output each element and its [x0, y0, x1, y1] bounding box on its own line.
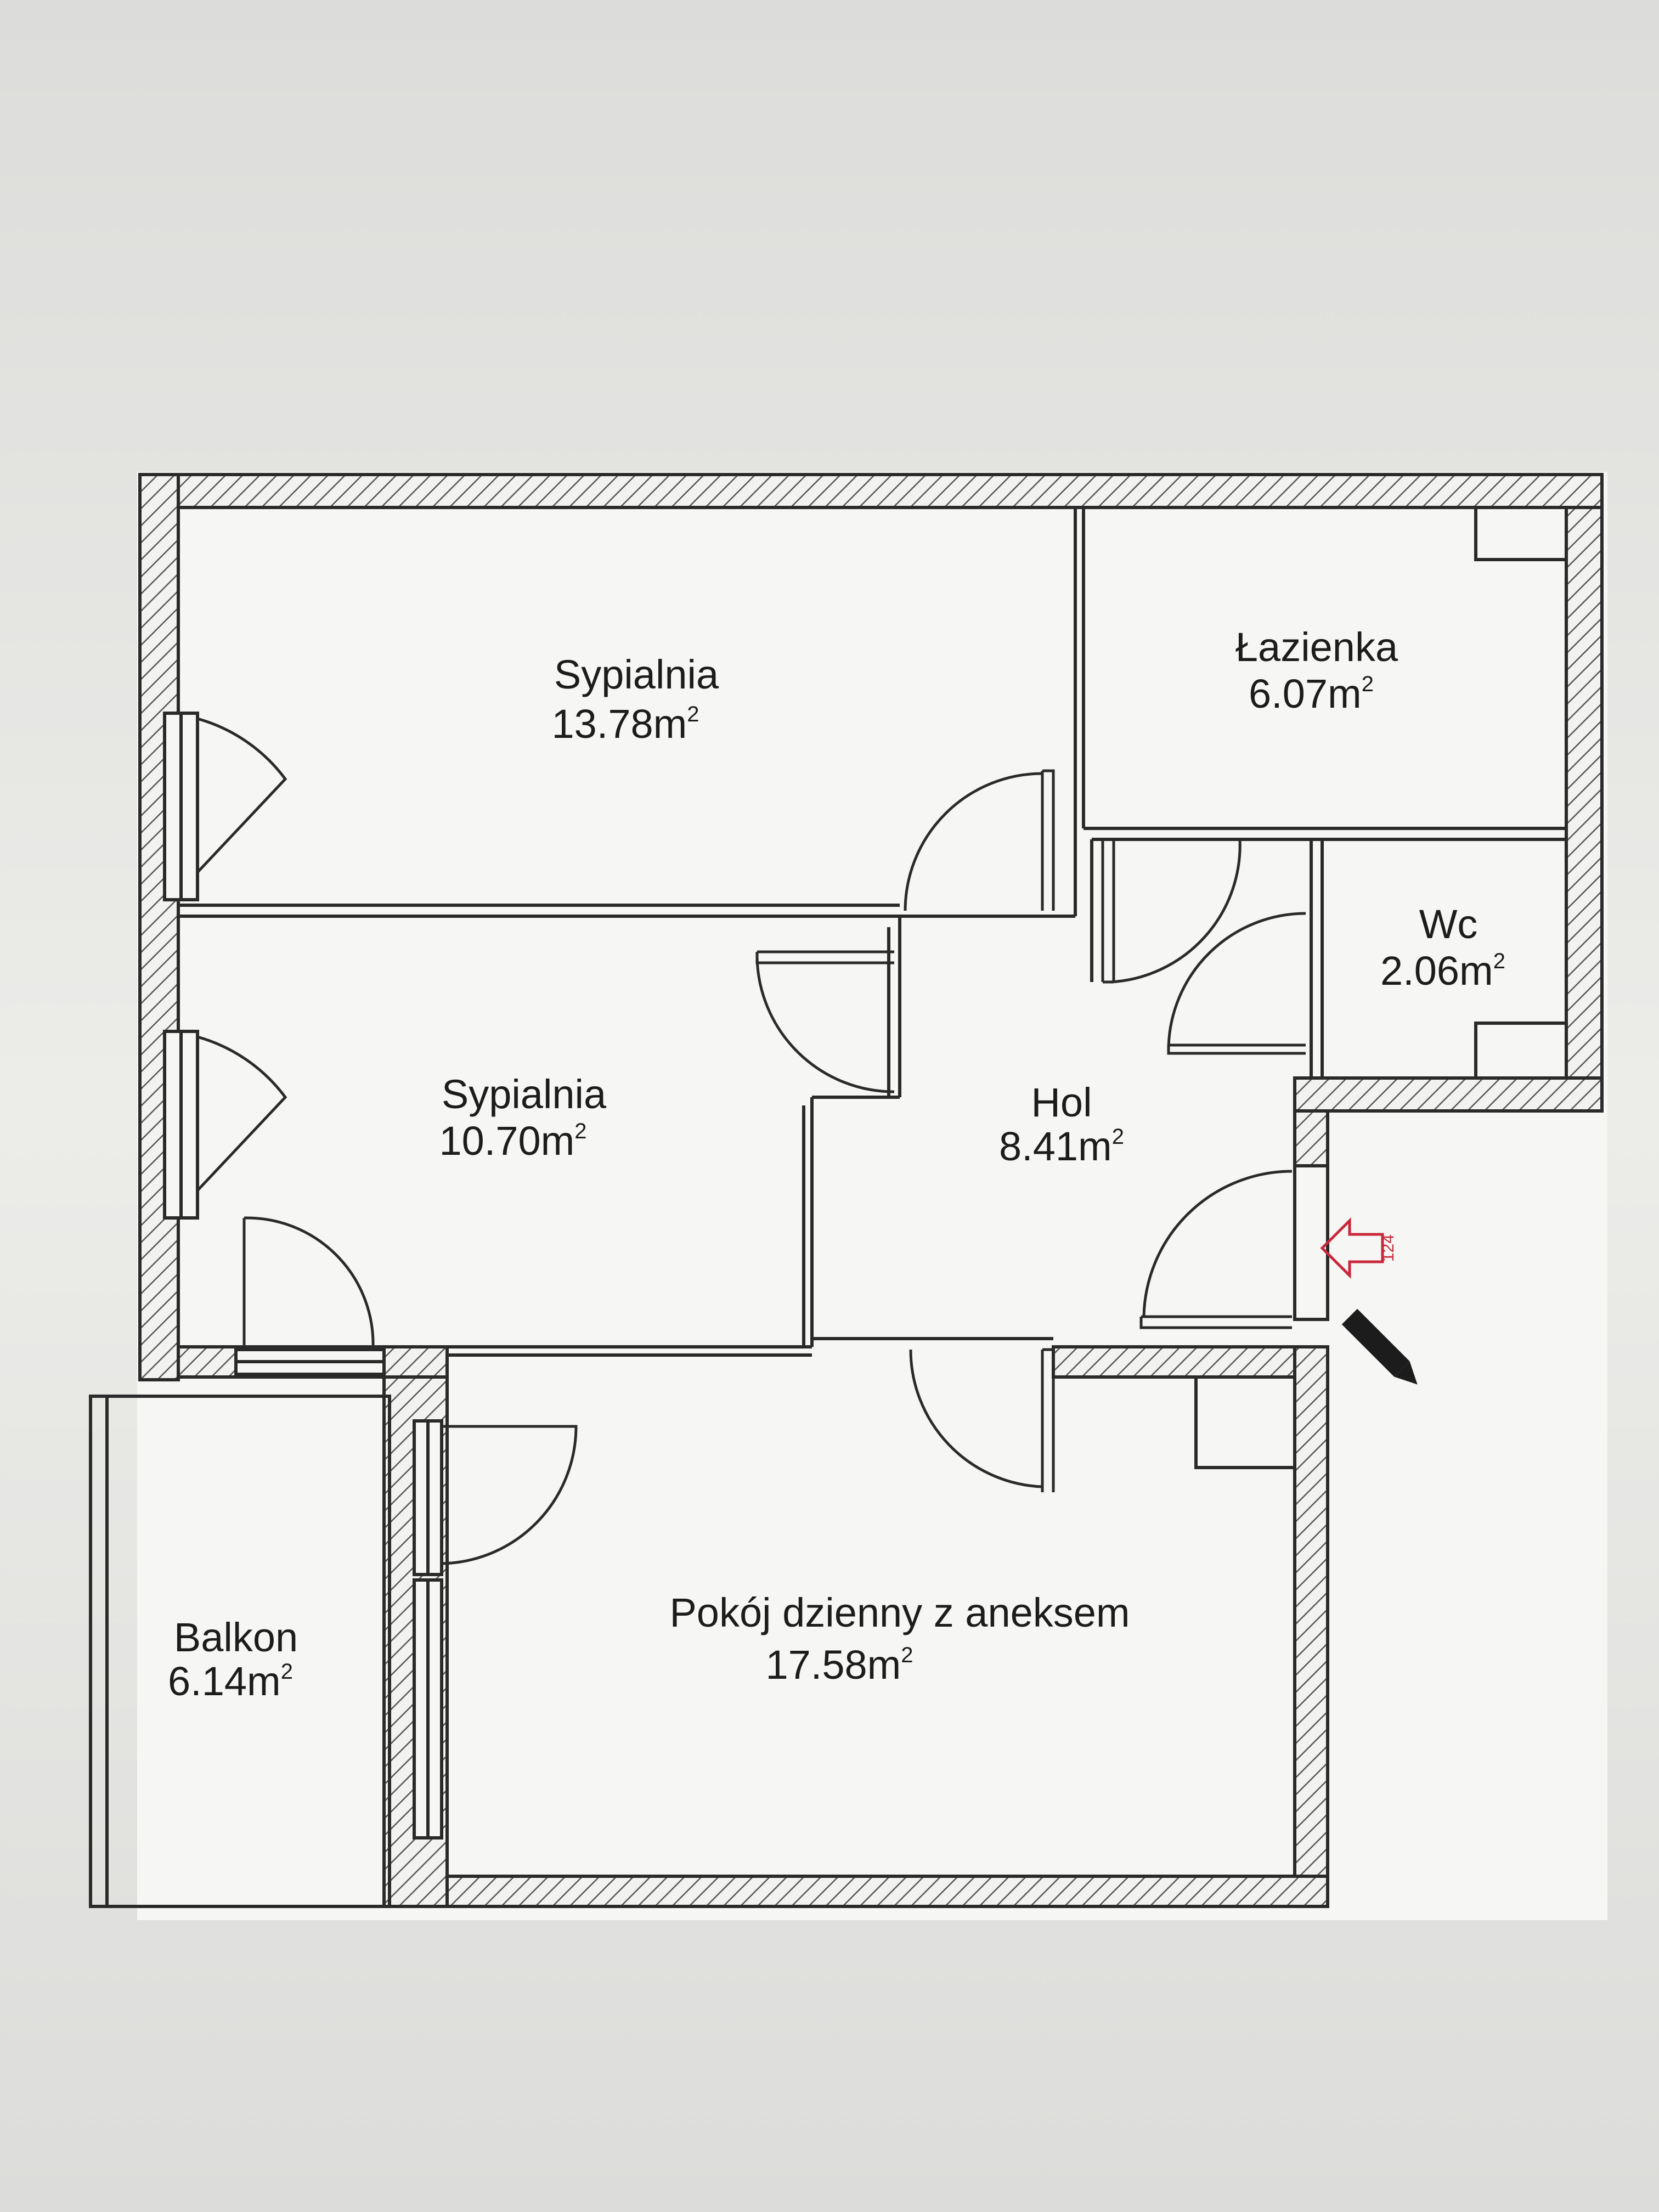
entrance-marker-label: 124: [1379, 1234, 1397, 1262]
plan-sheet: [137, 472, 1607, 1920]
door-bedroom2-balcony: [242, 1216, 375, 1347]
door-bedroom2: [755, 950, 895, 1093]
door-bedroom1-window: [196, 717, 287, 873]
room-name: Pokój dzienny z aneksem: [669, 1590, 1130, 1635]
room-area: 10.70m2: [439, 1118, 586, 1164]
room-sypialnia-2: Sypialnia 10.70m2: [439, 1071, 607, 1164]
doors: [196, 717, 1306, 1565]
door-bedroom1: [904, 769, 1055, 911]
pencil-icon: [1341, 1308, 1418, 1385]
door-lazienka: [1101, 839, 1242, 984]
room-name: Balkon: [174, 1615, 298, 1660]
room-name: Sypialnia: [442, 1071, 607, 1117]
room-name: Wc: [1419, 901, 1478, 947]
room-name: Łazienka: [1235, 624, 1398, 670]
partitions: [89, 506, 1568, 1908]
wall-hol-living: [1052, 1345, 1329, 1379]
balcony-outline: [89, 1395, 391, 1908]
door-bedroom2-window: [196, 1035, 287, 1192]
wall-left: [138, 473, 180, 1381]
room-balkon: Balkon 6.14m2: [168, 1615, 298, 1704]
wall-right-lower: [1293, 1345, 1329, 1908]
room-area: 6.14m2: [168, 1658, 293, 1704]
room-area: 8.41m2: [999, 1124, 1124, 1169]
room-name: Sypialnia: [554, 652, 719, 697]
wall-below-wc: [1293, 1076, 1604, 1113]
room-sypialnia-1: Sypialnia 13.78m2: [551, 652, 719, 747]
wall-hol-right: [1293, 1109, 1329, 1167]
room-area: 2.06m2: [1380, 948, 1505, 994]
room-wc: Wc 2.06m2: [1380, 901, 1505, 994]
room-area: 17.58m2: [765, 1642, 913, 1688]
room-name: Hol: [1031, 1080, 1092, 1125]
room-area: 6.07m2: [1249, 671, 1374, 716]
wall-right-upper: [1565, 506, 1604, 1113]
entrance-arrow-icon: 124: [1320, 1217, 1397, 1279]
door-hol-living: [909, 1348, 1055, 1492]
door-wc: [1167, 912, 1306, 1055]
windows: [163, 712, 443, 1839]
wc-fixture: [1474, 1022, 1568, 1080]
door-living-balcony: [441, 1425, 578, 1565]
room-labels: Sypialnia 13.78m2 Łazienka 6.07m2 Wc 2.0…: [168, 624, 1505, 1704]
door-entrance: [1139, 1170, 1293, 1329]
lazienka-fixture: [1474, 506, 1568, 561]
wall-top: [138, 473, 1604, 509]
room-hol: Hol 8.41m2: [999, 1080, 1124, 1169]
room-area: 13.78m2: [551, 701, 699, 747]
entrance-door-frame: [1293, 1164, 1329, 1321]
room-pokoj-dzienny: Pokój dzienny z aneksem 17.58m2: [669, 1590, 1130, 1688]
living-fixture: [1194, 1375, 1296, 1469]
wall-bottom: [415, 1875, 1329, 1908]
room-lazienka: Łazienka 6.07m2: [1235, 624, 1398, 716]
